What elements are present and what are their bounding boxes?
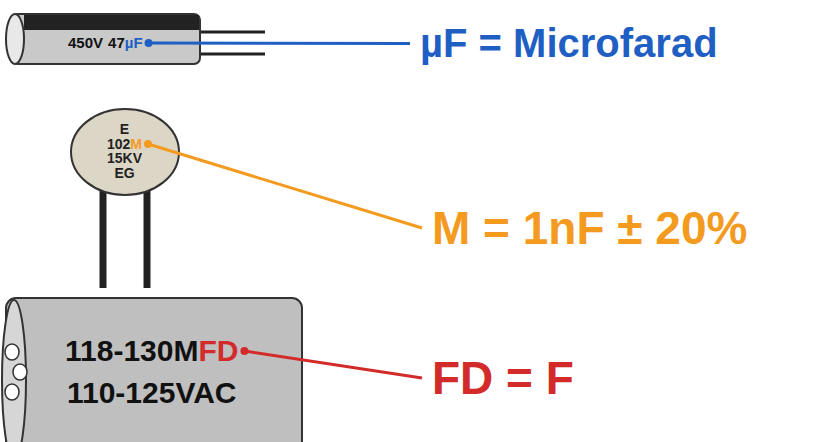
leader-dot <box>145 39 153 47</box>
leader-line <box>149 42 410 46</box>
leader-line <box>148 144 422 228</box>
marking-text: 118-130M <box>65 330 198 372</box>
marking-text: 110-125VAC <box>67 372 237 414</box>
capacitor-lead <box>100 186 107 288</box>
terminal <box>5 384 19 400</box>
capacitor-body <box>12 14 200 64</box>
terminal <box>13 364 27 380</box>
marking-text: 450V <box>68 34 103 52</box>
capacitor-marking: E102M15KVEG <box>107 122 142 181</box>
marking-text: 15KV <box>107 151 142 166</box>
marking-text: µF <box>125 34 143 52</box>
capacitor-end <box>2 300 26 442</box>
marking-text: E <box>120 122 129 137</box>
terminal <box>5 344 19 360</box>
capacitor-end <box>6 14 24 64</box>
text-line: E <box>120 122 129 137</box>
marking-text: 47 <box>108 34 125 52</box>
capacitor-lead <box>198 31 265 34</box>
text-line: 450V 47µF <box>68 34 143 52</box>
text-line: EG <box>114 166 134 181</box>
capacitor-sleeve <box>24 15 199 30</box>
marking-text: 102 <box>107 137 130 152</box>
marking-text: M <box>130 137 142 152</box>
callout-label: µF = Microfarad <box>420 21 718 66</box>
capacitor-lead <box>144 186 151 288</box>
callout-label: FD = F <box>432 351 574 405</box>
capacitor-body <box>6 298 302 442</box>
capacitor-marking: 118-130MFD110-125VAC <box>65 330 238 414</box>
text-line: 102M <box>107 137 142 152</box>
capacitor-disc <box>71 109 179 195</box>
capacitor-marking: 450V 47µF <box>68 34 143 52</box>
leader-dot <box>240 347 248 355</box>
ceramic-capacitor <box>71 109 179 288</box>
leader-dot <box>144 140 152 148</box>
capacitor-lead <box>198 53 265 56</box>
electrolytic-capacitor <box>6 14 265 64</box>
callout-label: M = 1nF ± 20% <box>432 201 747 255</box>
run-capacitor <box>2 298 302 442</box>
leader-line <box>244 351 422 378</box>
text-line: 118-130MFD <box>65 330 238 372</box>
text-line: 110-125VAC <box>67 372 237 414</box>
text-line: 15KV <box>107 151 142 166</box>
marking-text: FD <box>198 330 238 372</box>
marking-text: EG <box>114 166 134 181</box>
